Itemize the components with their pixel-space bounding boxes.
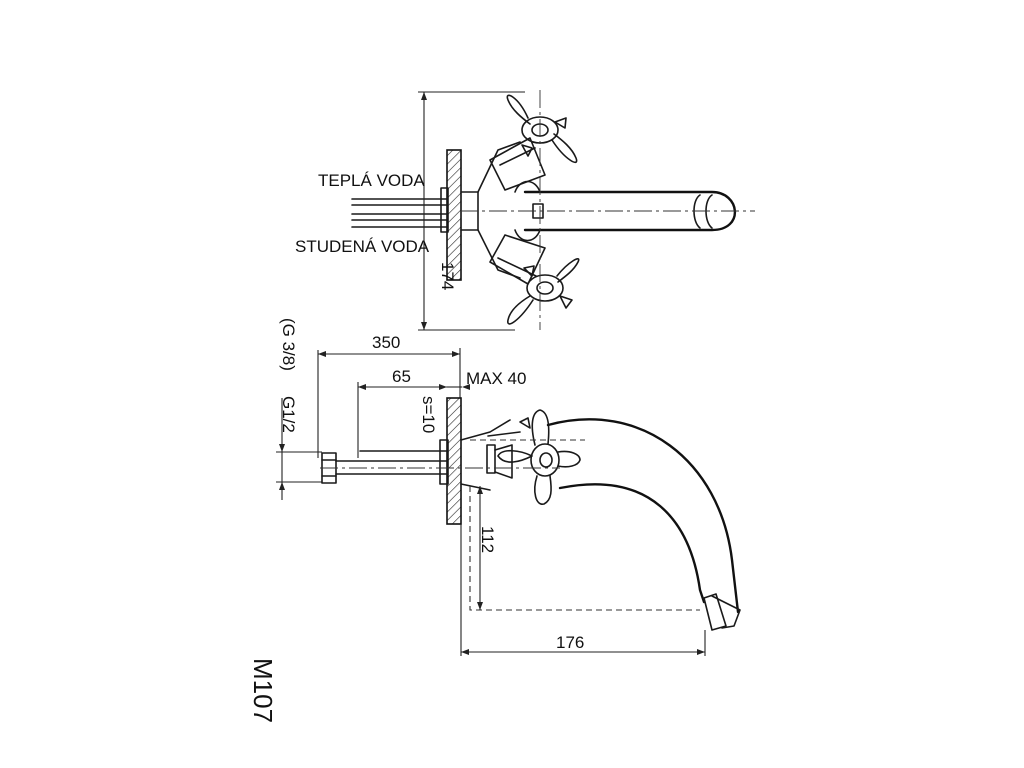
dim-total-length: [317, 348, 461, 458]
label-thread-outer: G1/2: [279, 396, 298, 433]
dim-text-spread: 174: [438, 262, 457, 290]
label-hot-water: TEPLÁ VODA: [318, 171, 425, 190]
dim-thread: [276, 398, 322, 500]
supply-pipe-side: [321, 439, 449, 485]
dim-spread: [418, 91, 525, 331]
dim-text-wall-max: MAX 40: [466, 369, 526, 388]
dim-pipe-length: [357, 382, 447, 458]
spout-side: [546, 418, 741, 631]
top-view: TEPLÁ VODA STUDENÁ VODA 174: [295, 90, 755, 331]
dim-text-wall-thickness: s=10: [419, 396, 438, 433]
valve-hot-top: [489, 94, 578, 191]
side-view: 350 65 MAX 40 s=10 112 176 (G 3/8) G1/2: [276, 318, 741, 656]
handle-side: [497, 409, 581, 505]
wall-plate-top: [446, 149, 462, 281]
dim-text-total-length: 350: [372, 333, 400, 352]
dim-text-spout-height: 112: [478, 526, 497, 553]
valve-cold-top: [489, 234, 580, 325]
dim-text-spout-reach: 176: [556, 633, 584, 652]
wall-plate-side: [446, 397, 462, 525]
model-code: M107: [248, 658, 278, 723]
dim-spout-reach: [460, 524, 706, 656]
dim-text-pipe-length: 65: [392, 367, 411, 386]
supply-pipes: [351, 187, 449, 233]
label-thread-inner: (G 3/8): [279, 318, 298, 371]
label-cold-water: STUDENÁ VODA: [295, 237, 430, 256]
